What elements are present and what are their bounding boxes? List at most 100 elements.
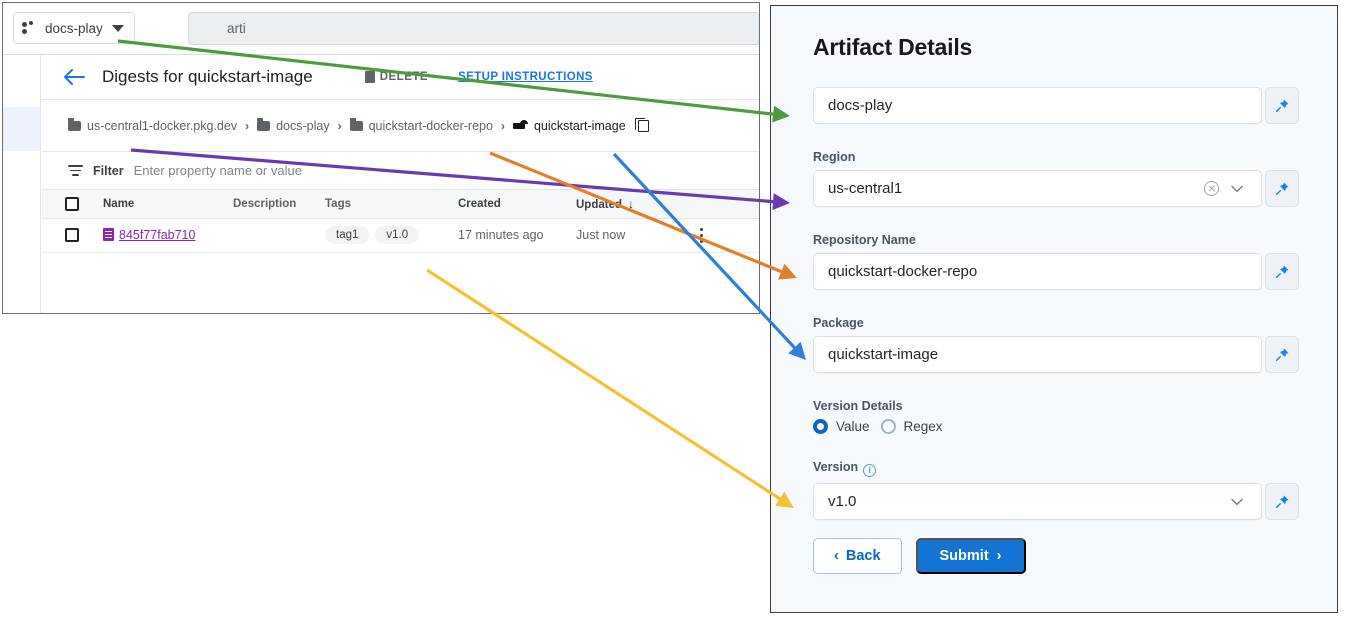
column-header-updated[interactable]: Updated ↓ — [576, 190, 686, 219]
console-content: Digests for quickstart-image DELETE SETU… — [42, 55, 759, 313]
project-input-value: docs-play — [828, 97, 893, 114]
breadcrumb-item-repo[interactable]: quickstart-docker-repo — [349, 117, 493, 133]
filter-icon[interactable] — [68, 165, 83, 176]
version-input[interactable]: v1.0 — [813, 483, 1262, 520]
info-icon[interactable]: i — [863, 464, 877, 477]
radio-regex-label: Regex — [903, 419, 943, 434]
artifact-registry-console-panel: docs-play arti Digests for quickstart-im… — [2, 2, 760, 314]
form-title: Artifact Details — [813, 34, 973, 60]
pin-icon[interactable] — [1265, 336, 1299, 373]
repository-label: Repository Name — [813, 233, 916, 247]
region-input-value: us-central1 — [828, 180, 903, 197]
breadcrumb-label: us-central1-docker.pkg.dev — [87, 118, 238, 133]
breadcrumb-item-registry[interactable]: us-central1-docker.pkg.dev — [68, 117, 238, 133]
repository-input-value: quickstart-docker-repo — [828, 263, 978, 280]
row-updated-cell: Just now — [576, 218, 686, 253]
chevron-down-icon[interactable] — [1231, 494, 1243, 509]
region-field: Region us-central1 — [813, 150, 1299, 207]
chevron-down-icon[interactable] — [1231, 181, 1243, 196]
submit-chevron-icon: › — [996, 548, 1002, 564]
version-details-radio-group: Value Regex — [813, 419, 1299, 434]
back-chevron-icon: ‹ — [834, 548, 839, 564]
breadcrumb-label: docs-play — [276, 118, 330, 133]
digests-table: Name Description Tags Created Updated ↓ — [42, 190, 759, 253]
package-field: Package quickstart-image — [813, 316, 1299, 373]
chevron-down-icon[interactable] — [111, 24, 124, 32]
column-header-description[interactable]: Description — [233, 190, 325, 219]
page-title: Digests for quickstart-image — [102, 67, 313, 86]
project-input[interactable]: docs-play — [813, 87, 1262, 124]
table-header-row: Name Description Tags Created Updated ↓ — [42, 190, 759, 219]
project-chip-label: docs-play — [45, 20, 103, 36]
row-name-cell[interactable]: 845f77fab710 — [103, 218, 233, 253]
project-field-row: docs-play — [813, 87, 1299, 124]
pin-icon[interactable] — [1265, 87, 1299, 124]
region-field-row: us-central1 — [813, 170, 1299, 207]
radio-regex-indicator[interactable] — [880, 419, 896, 434]
delete-button[interactable]: DELETE — [364, 68, 429, 83]
back-button-label: Back — [845, 548, 881, 564]
folder-icon — [68, 117, 81, 131]
pin-icon[interactable] — [1265, 170, 1299, 207]
console-sidebar[interactable] — [3, 55, 41, 313]
setup-instructions-link[interactable]: SETUP INSTRUCTIONS — [458, 71, 593, 83]
submit-button[interactable]: Submit › — [915, 538, 1026, 574]
pin-icon[interactable] — [1265, 253, 1299, 290]
row-actions-cell[interactable] — [686, 218, 759, 253]
column-header-created[interactable]: Created — [458, 190, 576, 219]
breadcrumb: us-central1-docker.pkg.dev › docs-play ›… — [42, 100, 759, 152]
pin-icon[interactable] — [1265, 483, 1299, 520]
form-button-row: ‹ Back Submit › — [813, 538, 1299, 574]
clear-circle-icon[interactable] — [1204, 181, 1219, 196]
repository-field: Repository Name quickstart-docker-repo — [813, 233, 1299, 290]
page-header: Digests for quickstart-image DELETE SETU… — [42, 55, 759, 100]
package-input-value: quickstart-image — [828, 346, 939, 363]
project-dots-icon — [22, 21, 36, 35]
breadcrumb-item-image[interactable]: quickstart-image — [512, 118, 626, 133]
repository-input[interactable]: quickstart-docker-repo — [813, 253, 1262, 290]
tag-chip[interactable]: tag1 — [325, 226, 370, 244]
column-header-updated-label: Updated — [576, 198, 622, 211]
select-all-checkbox[interactable] — [65, 196, 79, 211]
package-field-row: quickstart-image — [813, 336, 1299, 373]
row-select-cell[interactable] — [42, 218, 103, 253]
filter-bar: Filter Enter property name or value — [42, 152, 759, 190]
radio-value-indicator[interactable] — [813, 419, 828, 434]
breadcrumb-label: quickstart-image — [533, 118, 626, 133]
folder-icon — [257, 117, 271, 131]
project-selector-chip[interactable]: docs-play — [13, 12, 135, 44]
delete-button-label: DELETE — [379, 71, 429, 83]
sort-descending-icon[interactable]: ↓ — [628, 196, 634, 211]
column-header-name[interactable]: Name — [103, 190, 233, 219]
copy-icon[interactable] — [634, 117, 649, 132]
breadcrumb-item-project[interactable]: docs-play — [257, 117, 330, 133]
trash-icon — [364, 68, 375, 83]
radio-value[interactable]: Value — [813, 419, 870, 434]
select-all-header[interactable] — [42, 190, 103, 219]
back-button[interactable]: ‹ Back — [813, 538, 902, 574]
package-input[interactable]: quickstart-image — [813, 336, 1262, 373]
filter-input[interactable]: Enter property name or value — [133, 163, 302, 178]
tag-chip[interactable]: v1.0 — [375, 226, 420, 244]
repository-field-row: quickstart-docker-repo — [813, 253, 1299, 290]
filter-label: Filter — [93, 163, 124, 178]
row-checkbox[interactable] — [65, 228, 79, 242]
submit-button-label: Submit — [939, 548, 989, 564]
column-header-tags[interactable]: Tags — [325, 190, 458, 219]
radio-regex[interactable]: Regex — [880, 419, 943, 434]
region-input[interactable]: us-central1 — [813, 170, 1262, 207]
back-arrow-icon[interactable] — [62, 65, 86, 89]
sidebar-item-selected[interactable] — [3, 107, 40, 151]
breadcrumb-separator-icon: › — [500, 118, 505, 133]
console-top-bar: docs-play arti — [3, 3, 759, 55]
version-details-label: Version Details — [813, 399, 903, 413]
digest-link[interactable]: 845f77fab710 — [119, 228, 196, 242]
search-input-value: arti — [227, 21, 246, 36]
breadcrumb-label: quickstart-docker-repo — [368, 118, 493, 133]
region-label: Region — [813, 150, 856, 164]
search-input[interactable]: arti — [188, 12, 759, 45]
